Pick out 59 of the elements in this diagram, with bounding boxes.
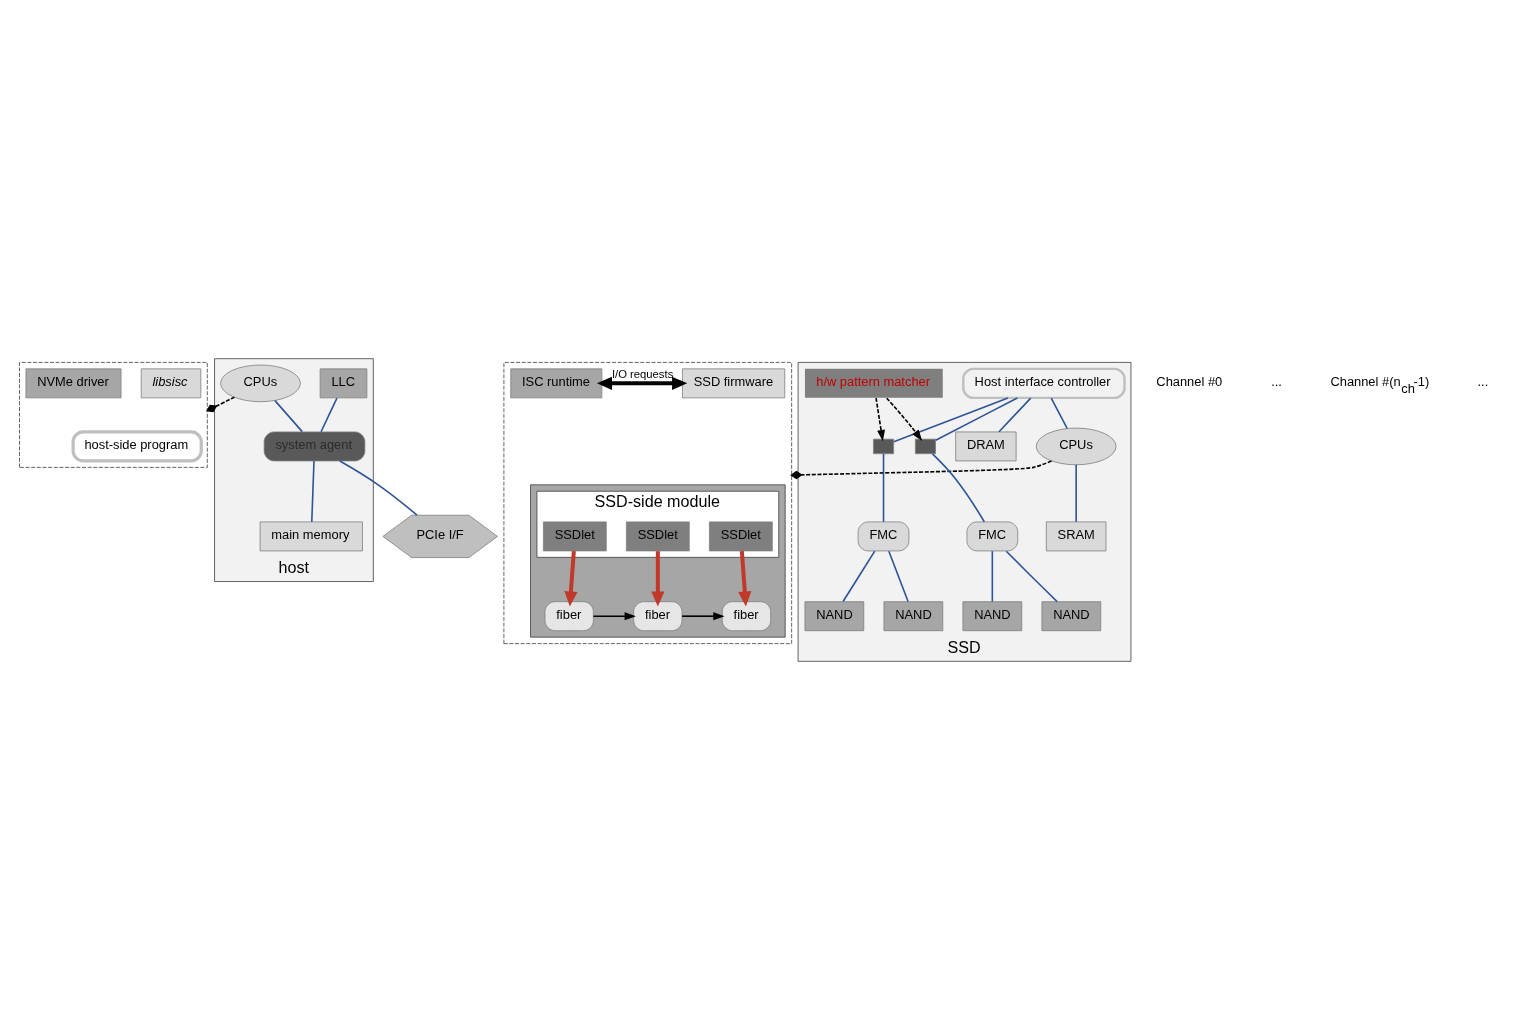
cluster [530, 484, 786, 638]
connector [931, 453, 986, 523]
connector [790, 460, 1053, 480]
arrow [681, 612, 725, 621]
node-box: fiber [633, 601, 683, 632]
connector [1075, 463, 1077, 523]
arrow [885, 397, 923, 442]
arrow [738, 551, 752, 607]
node-box: NAND [804, 601, 865, 632]
node-box: fiber [544, 601, 594, 632]
node-box: NAND [962, 601, 1023, 632]
node-box: h/w pattern matcher [804, 368, 943, 398]
node-box [914, 438, 936, 455]
arrow [875, 397, 885, 442]
node-box: SSDlet [543, 521, 607, 552]
node-box: SRAM [1045, 521, 1107, 552]
node-ellipse: CPUs [1035, 427, 1117, 466]
connector [1050, 397, 1068, 430]
node-box [873, 438, 894, 455]
node-box: Host interface controller [962, 367, 1126, 400]
connector [893, 397, 1009, 443]
arrow [596, 376, 688, 390]
connector [274, 399, 303, 433]
connector [310, 460, 315, 523]
connector [888, 550, 909, 603]
connector [206, 396, 236, 413]
connector [339, 460, 418, 516]
connector [842, 550, 876, 603]
edge-label: I/O requests [611, 367, 674, 380]
connector [991, 550, 994, 603]
label: ... [1477, 374, 1489, 390]
connector [934, 397, 1019, 442]
cluster [19, 362, 208, 468]
node-box: fiber [721, 601, 772, 632]
connector [1005, 550, 1058, 603]
node-box: SSDlet [626, 521, 690, 552]
node-box: host-side program [71, 430, 203, 463]
arrow [592, 612, 636, 621]
connector [882, 453, 885, 523]
node-box: NAND [1041, 601, 1102, 632]
node-box: libsisc [140, 368, 202, 399]
node-ellipse: CPUs [220, 364, 301, 403]
arrow [564, 551, 578, 607]
node-box: NVMe driver [25, 368, 122, 399]
label: ... [1271, 374, 1282, 390]
node-box: NAND [883, 601, 944, 632]
label: Channel #0 [1156, 374, 1223, 390]
node-box: SSDlet [709, 521, 773, 552]
node-box: SSD firmware [682, 368, 786, 399]
node-box: ISC runtime [510, 368, 603, 399]
node-box: DRAM [955, 431, 1017, 462]
connector [320, 397, 338, 433]
connector [998, 397, 1032, 433]
node-box: LLC [319, 368, 368, 399]
node-box: FMC [857, 521, 910, 552]
node-box: FMC [966, 521, 1019, 552]
node-box: main memory [259, 521, 363, 552]
arrow [651, 551, 665, 607]
cluster [503, 362, 793, 644]
